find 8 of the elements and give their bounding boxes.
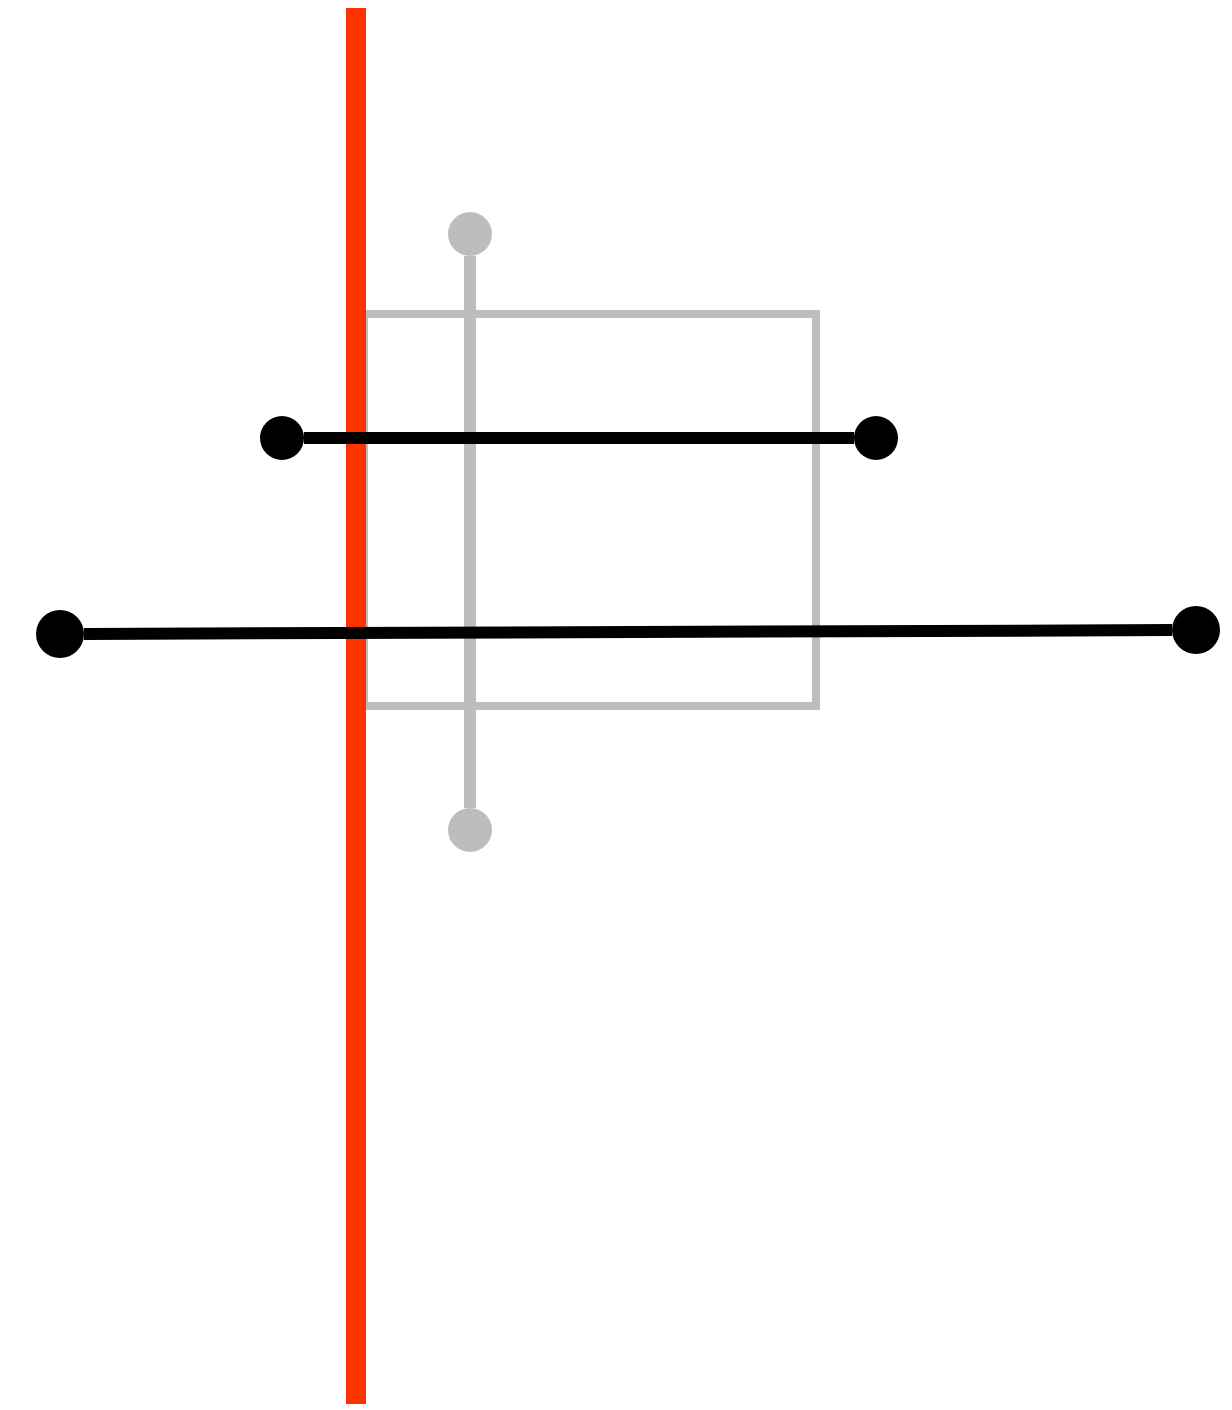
connector-line (304, 432, 854, 444)
endpoint-dot (854, 416, 898, 460)
endpoint-dot (1172, 606, 1220, 654)
endpoint-dot (448, 808, 492, 852)
connector-line (464, 256, 476, 808)
endpoint-dot (36, 610, 84, 658)
endpoint-dot (448, 212, 492, 256)
endpoint-dot (260, 416, 304, 460)
